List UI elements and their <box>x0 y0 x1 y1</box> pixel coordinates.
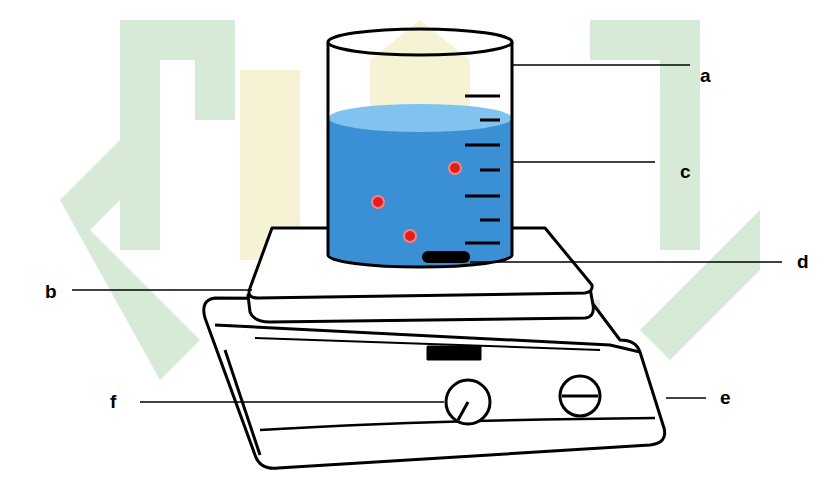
part-letter: a <box>700 66 711 85</box>
stir-bar <box>422 251 470 263</box>
part-letter: d <box>797 252 809 271</box>
stirrer-base <box>204 298 665 468</box>
beaker <box>328 29 512 267</box>
part-letter: f <box>110 392 116 411</box>
part-letter: e <box>720 388 731 407</box>
leader-lines <box>72 65 782 402</box>
part-letter: b <box>45 282 57 301</box>
part-letter: c <box>680 162 691 181</box>
control-knobs <box>446 376 600 424</box>
